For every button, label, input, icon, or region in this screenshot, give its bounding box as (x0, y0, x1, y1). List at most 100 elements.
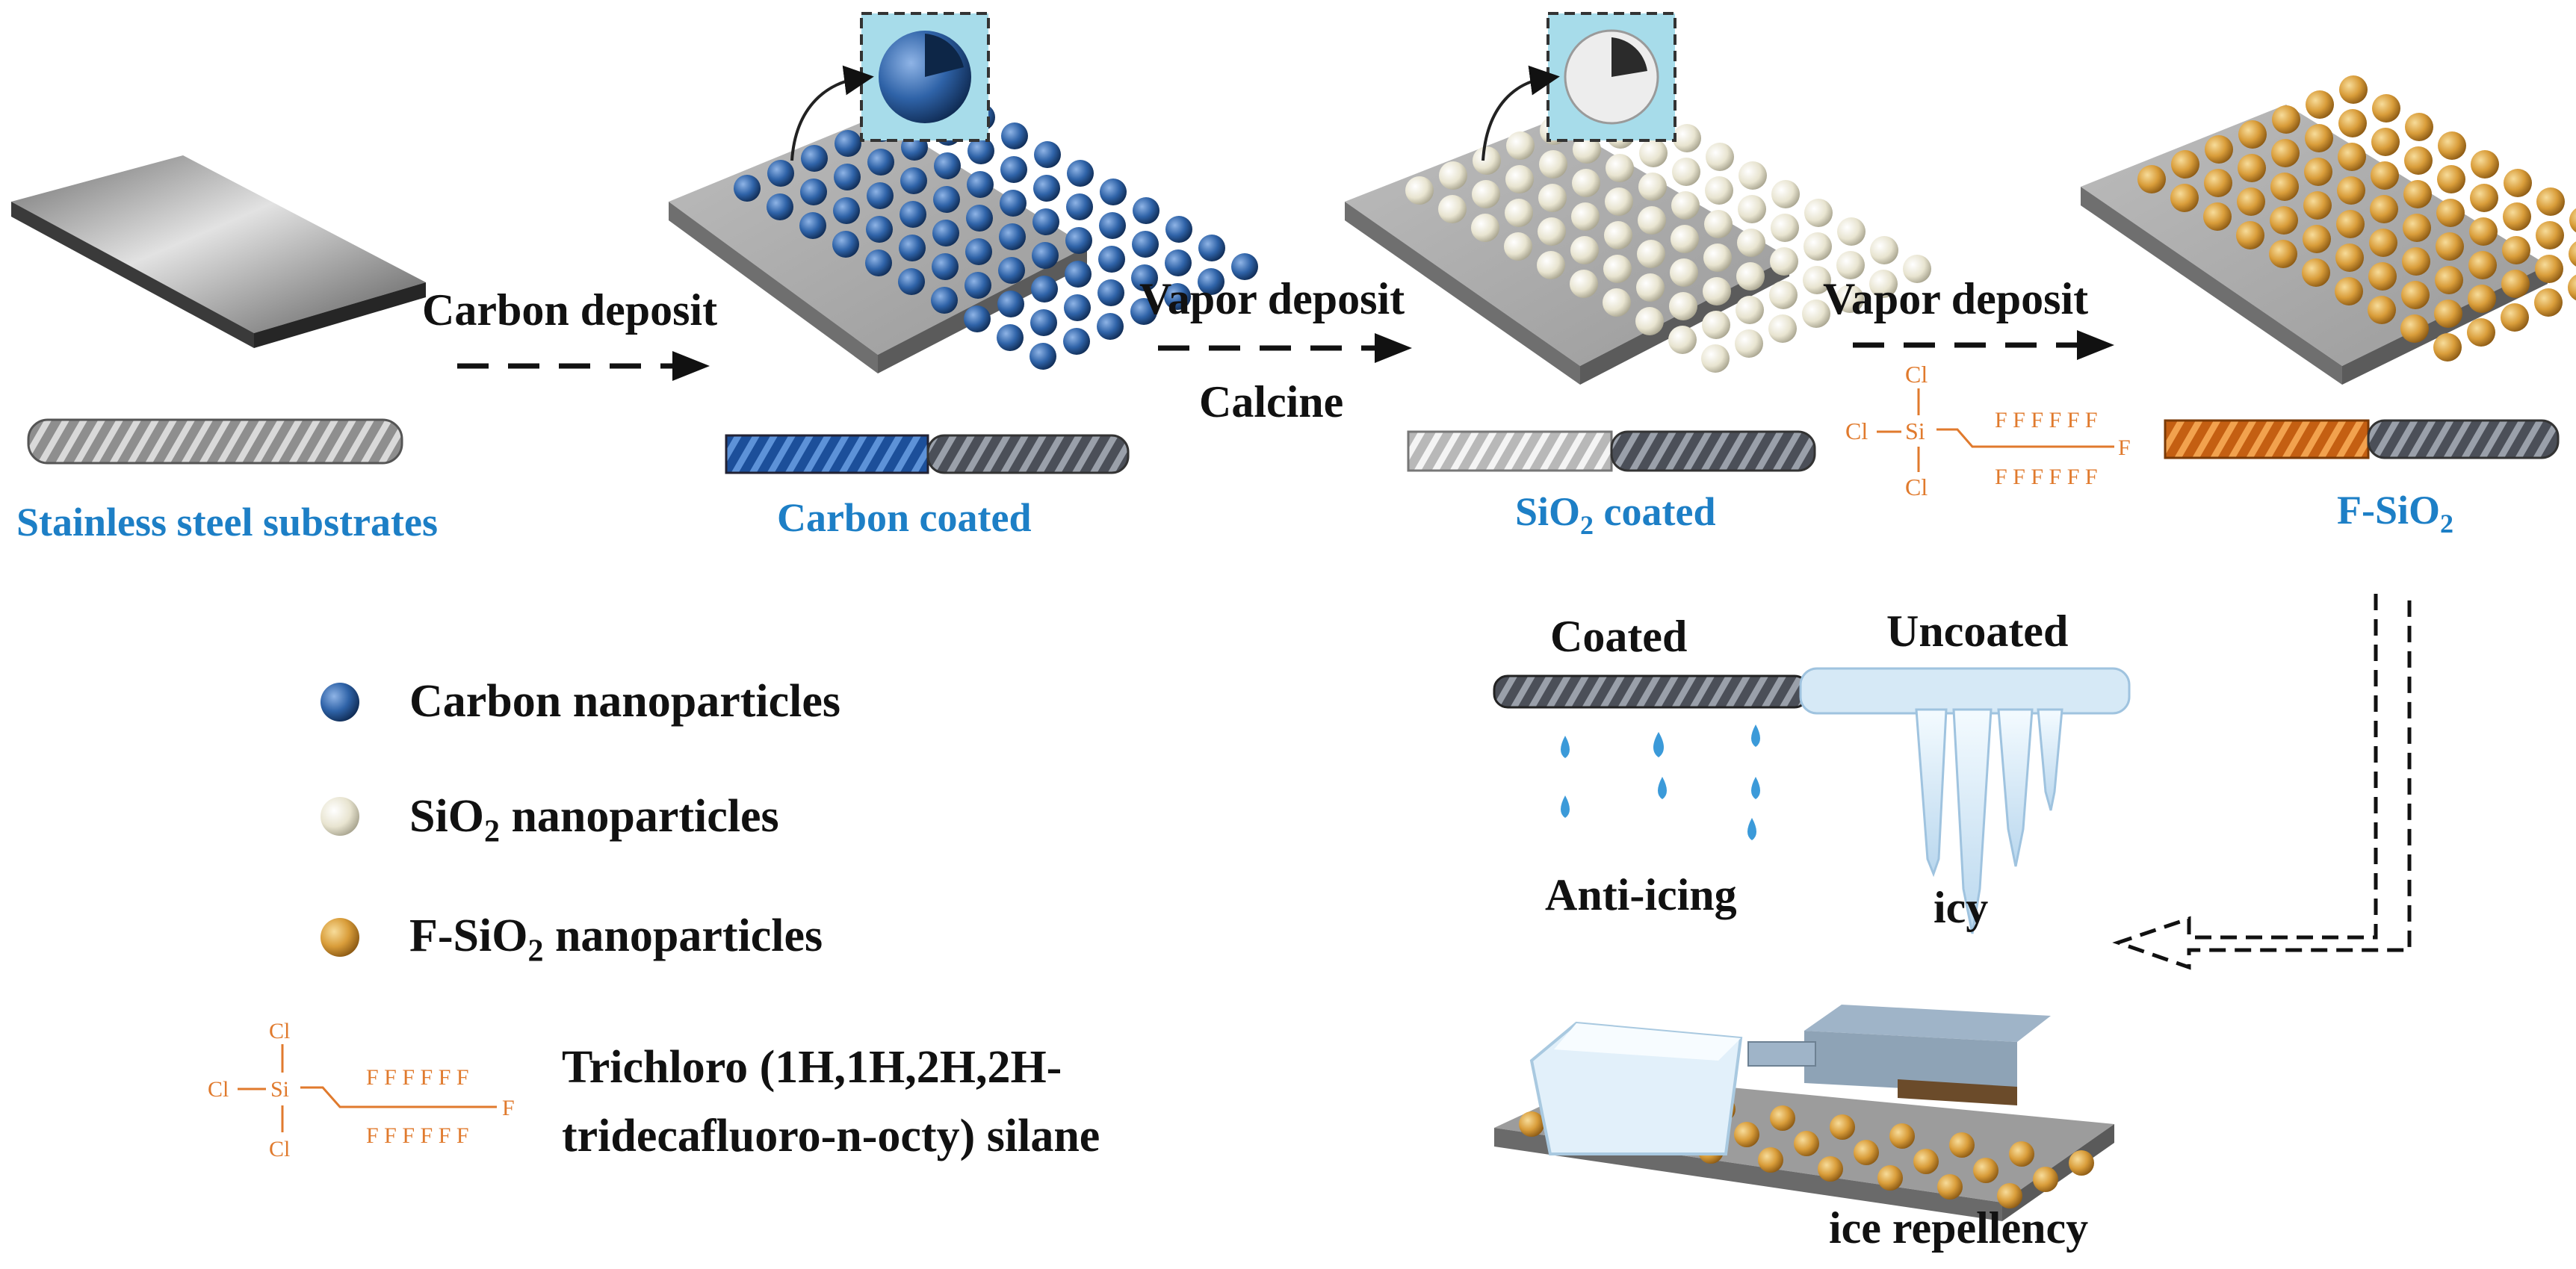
fsio2-nanoparticle (1758, 1147, 1783, 1173)
carbon-nanoparticle (1067, 160, 1094, 187)
fsio2-nanoparticle (2204, 169, 2232, 197)
sio2-nanoparticle (1701, 344, 1730, 373)
sio2-nanoparticle (1604, 221, 1632, 249)
sio2-nanoparticle (1671, 191, 1700, 220)
legend-label-sio2: SiO2 nanoparticles (409, 791, 779, 849)
carbon-nanoparticle (834, 164, 861, 190)
carbon-nanoparticle (1198, 235, 1225, 261)
carbon-nanoparticle (867, 149, 894, 176)
fsio2-nanoparticle (2269, 240, 2297, 268)
carbon-nanoparticle (1098, 246, 1125, 273)
fsio2-nanoparticle (2403, 214, 2431, 242)
fsio2-nanoparticle (1889, 1123, 1915, 1149)
fsio2-wire (2164, 419, 2560, 459)
fsio2-nanoparticle (2436, 199, 2465, 227)
sio2-nanoparticle (1736, 262, 1765, 291)
svg-text:F F F F F F: F F F F F F (1995, 408, 2098, 432)
fsio2-nanoparticle (2303, 191, 2332, 220)
sio2-nanoparticle (1471, 214, 1499, 242)
fsio2-nanoparticle (2306, 90, 2334, 119)
fsio2-nanoparticle (2238, 154, 2266, 182)
svg-text:Si: Si (270, 1077, 289, 1102)
carbon-nanoparticle (900, 201, 926, 228)
carbon-nanoparticle-array (734, 85, 1258, 370)
fsio2-nanoparticle (2402, 247, 2430, 276)
carbon-plate (669, 85, 1258, 373)
fsio2-nanoparticle (2401, 281, 2430, 309)
sio2-nanoparticle (1869, 270, 1898, 298)
fsio2-nanoparticle (2434, 300, 2462, 328)
dashed-path-arrow (2112, 594, 2412, 970)
fsio2-nanoparticle (2368, 262, 2397, 291)
sio2-nanoparticle (1737, 229, 1765, 257)
sio2-nanoparticle (1504, 232, 1532, 261)
carbon-nanoparticle (799, 212, 826, 239)
fsio2-nanoparticle (1830, 1114, 1855, 1140)
fsio2-nanoparticle (1973, 1158, 1998, 1183)
step-label-vapor-deposit-2: Vapor deposit (1823, 274, 2089, 323)
fsio2-nanoparticle (2338, 143, 2366, 171)
step-label-carbon-deposit: Carbon deposit (422, 285, 718, 335)
sio2-nanoparticle (1439, 161, 1467, 190)
carbon-nanoparticle (965, 238, 992, 265)
carbon-nanoparticle (734, 175, 761, 202)
carbon-nanoparticle (800, 179, 827, 205)
carbon-nanoparticle (867, 182, 894, 209)
svg-text:F F F F F F: F F F F F F (366, 1123, 469, 1148)
fsio2-nanoparticle (2568, 274, 2576, 301)
fsio2-nanoparticle (2370, 195, 2398, 223)
sio2-nanoparticle (1803, 266, 1831, 294)
sio2-nanoparticle (1735, 329, 1763, 358)
sio2-nanoparticle (1670, 258, 1698, 287)
silane-molecule-legend: Cl Cl Si Cl F F F F F F F F F F F F F (208, 1019, 515, 1161)
svg-text:Cl: Cl (208, 1077, 229, 1102)
fsio2-nanoparticle (2009, 1141, 2034, 1167)
carbon-nanoparticle (1164, 283, 1191, 310)
fsio2-nanoparticle (2371, 128, 2400, 156)
sio2-nanoparticle (1802, 300, 1830, 328)
fsio2-nanoparticle (2438, 131, 2466, 160)
fsio2-nanoparticle (2270, 173, 2299, 201)
sio2-nanoparticle (1702, 311, 1730, 339)
sio2-nanoparticle (1668, 326, 1697, 354)
carbon-nanoparticle (1001, 122, 1028, 149)
fsio2-nanoparticle (2467, 318, 2495, 347)
carbon-nanoparticle (1000, 190, 1027, 217)
sio2-nanoparticle (1768, 314, 1797, 343)
sio2-nanoparticle (1671, 225, 1699, 253)
fsio2-nanoparticle (2272, 105, 2300, 134)
fsio2-nanoparticle (2504, 169, 2532, 197)
sio2-nanoparticle (1438, 195, 1467, 223)
carbon-nanoparticle (1131, 264, 1158, 291)
sio2-nanoparticle (1771, 180, 1800, 208)
fsio2-nanoparticle (2471, 150, 2499, 179)
label-uncoated: Uncoated (1886, 606, 2069, 656)
fsio2-nanoparticle (2137, 165, 2166, 193)
fsio2-nanoparticle (2271, 139, 2300, 167)
icing-wire-panel (1493, 667, 2131, 934)
water-droplets (1561, 725, 1760, 840)
sio2-nanoparticle (1771, 214, 1799, 242)
fsio2-nanoparticle (2435, 266, 2463, 294)
carbon-nanoparticle (866, 216, 893, 243)
sio2-nanoparticle (1738, 195, 1766, 223)
stage-label-sio2: SiO2 coated (1515, 489, 1716, 540)
carbon-nanoparticle (1198, 268, 1224, 295)
fsio2-nanoparticle-array (2137, 75, 2576, 362)
sio2-nanoparticle (1769, 281, 1798, 309)
fsio2-nanoparticle (2404, 146, 2433, 175)
sio2-zoom-inset (1481, 12, 1676, 161)
carbon-nanoparticle (933, 186, 960, 213)
legend-sio2-marker (321, 797, 359, 836)
carbon-nanoparticle (865, 249, 892, 276)
sio2-nanoparticle (1638, 206, 1666, 235)
sio2-nanoparticle (1572, 169, 1600, 197)
step-label-vapor-deposit-1: Vapor deposit (1139, 274, 1405, 323)
fsio2-nanoparticle (2302, 258, 2330, 287)
carbon-nanoparticle (1097, 313, 1124, 340)
stage-label-fsio2: F-SiO2 (2337, 488, 2454, 539)
fsio2-nanoparticle (2502, 236, 2530, 264)
label-coated: Coated (1550, 612, 1688, 661)
fsio2-nanoparticle (2569, 241, 2576, 267)
fsio2-nanoparticle (2536, 221, 2564, 249)
